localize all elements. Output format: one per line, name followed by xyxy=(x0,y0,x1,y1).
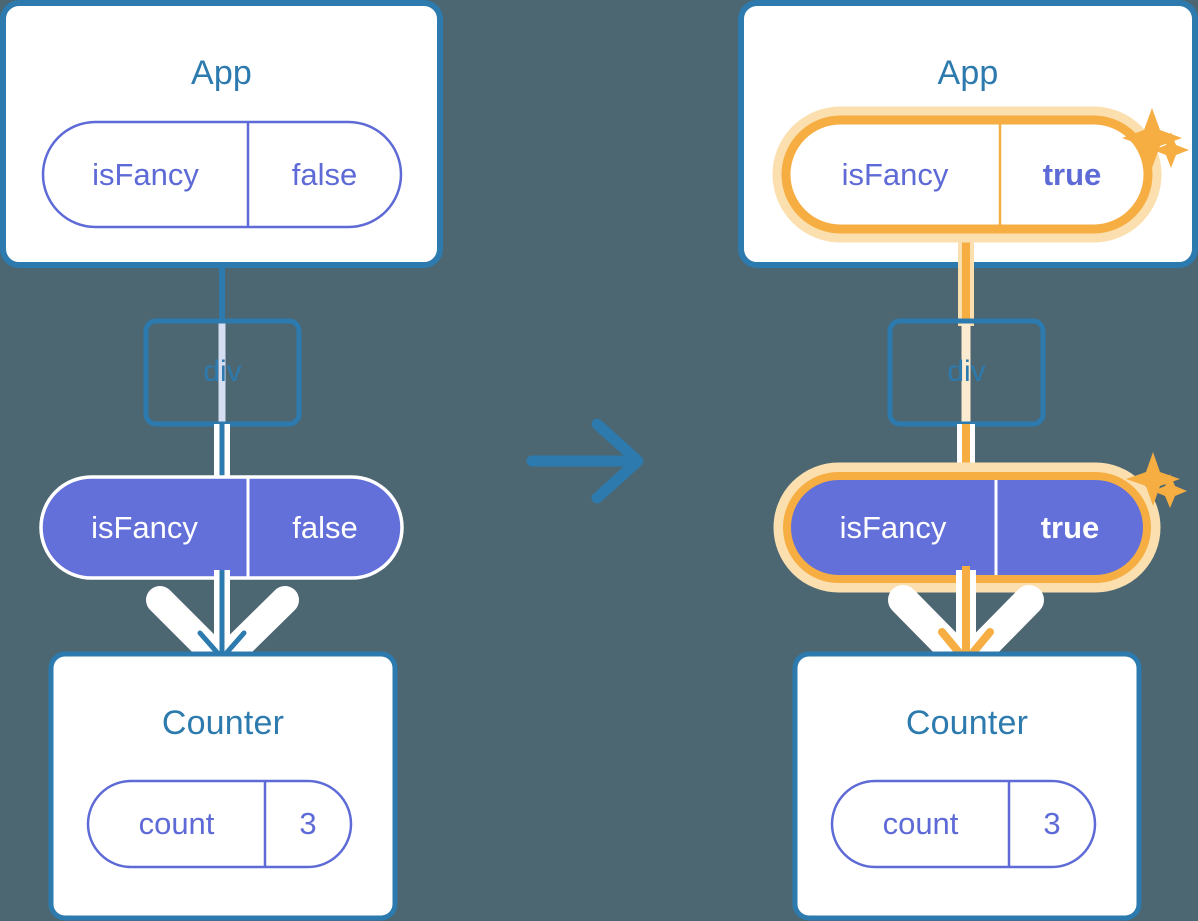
sparkle-icon-app-large xyxy=(1122,108,1182,168)
arrow-right-icon xyxy=(526,418,644,504)
props-pill-left xyxy=(39,475,404,580)
app-state-pill-right-ring xyxy=(781,115,1153,234)
panel-before xyxy=(0,0,443,921)
panel-after xyxy=(738,0,1198,921)
arrow-props-counter-left xyxy=(146,570,299,676)
sparkle-icon-props-small xyxy=(1153,474,1187,508)
props-pill-right-ring xyxy=(783,472,1151,583)
app-state-pill-right-glow xyxy=(772,106,1162,243)
counter-state-pill-right xyxy=(830,779,1097,869)
sparkle-icon-app-small xyxy=(1153,132,1189,168)
sparkle-icon-props-large xyxy=(1126,452,1180,506)
app-state-pill-left xyxy=(41,120,403,229)
counter-state-pill-left xyxy=(86,779,353,869)
